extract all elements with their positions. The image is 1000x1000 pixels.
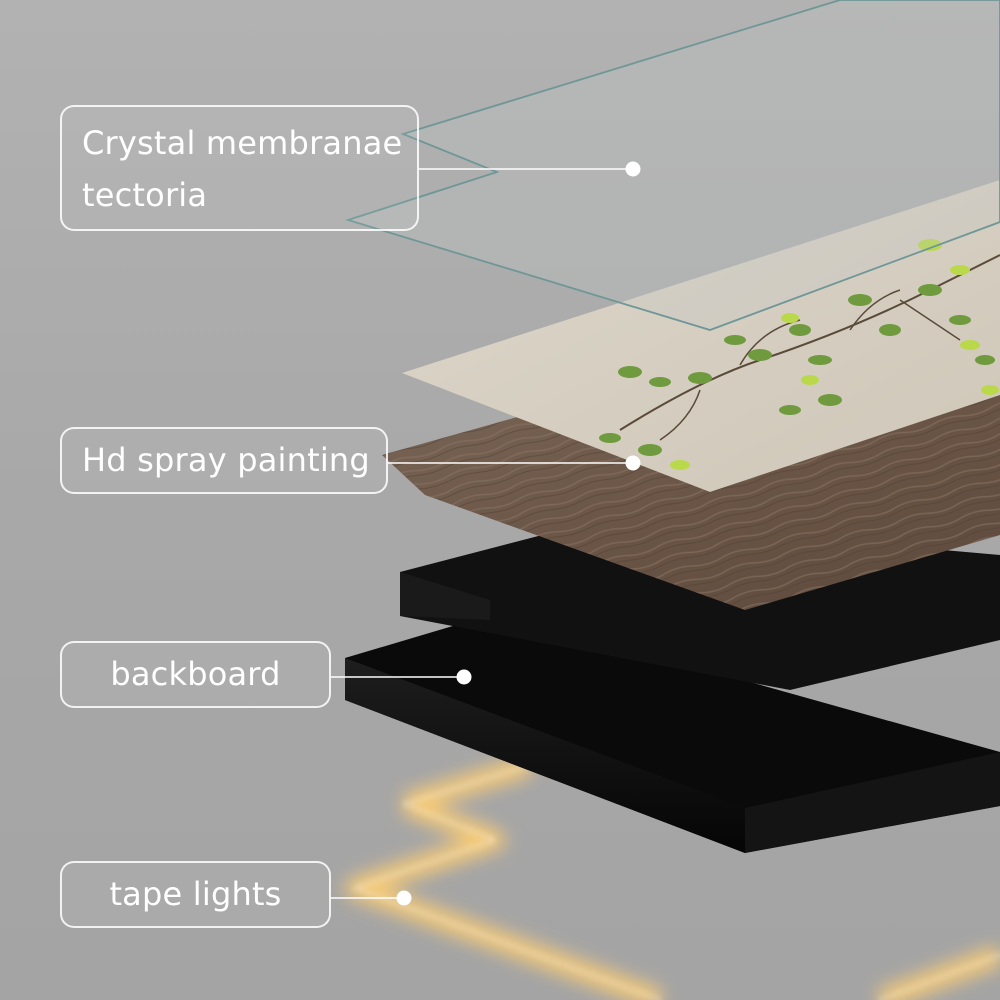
label-crystal-line1: Crystal membranae <box>82 124 403 162</box>
painting-layer <box>402 180 1000 492</box>
leader-tape <box>331 890 412 906</box>
label-hd-spray-painting: Hd spray painting <box>60 427 388 494</box>
label-backboard-text: backboard <box>110 655 281 693</box>
leader-painting <box>388 455 641 471</box>
label-backboard: backboard <box>60 641 331 708</box>
plant-branch <box>599 239 1000 470</box>
label-tape-lights: tape lights <box>60 861 331 928</box>
glass-layer <box>344 0 1000 331</box>
leader-crystal <box>418 161 641 177</box>
backboard-lower <box>345 612 1000 853</box>
tape-lights <box>345 755 1000 1000</box>
label-crystal-line2: tectoria <box>82 176 208 214</box>
label-tape-text: tape lights <box>109 875 282 913</box>
label-painting-text: Hd spray painting <box>82 441 370 479</box>
leader-backboard <box>331 669 472 685</box>
label-crystal-membranae-tectoria: Crystal membranae tectoria <box>60 105 419 231</box>
